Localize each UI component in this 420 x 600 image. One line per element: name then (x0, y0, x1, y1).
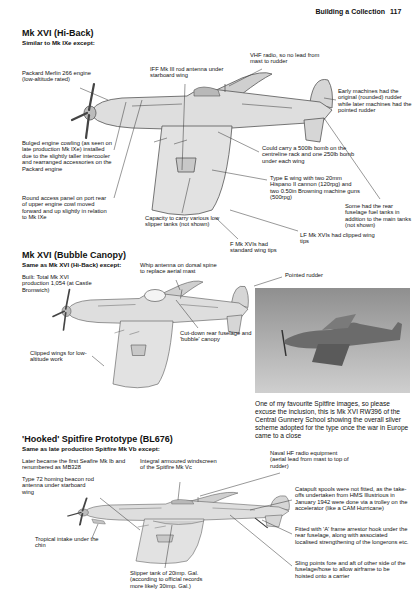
callout-text: Fitted with 'A' frame arrestor hook unde… (295, 526, 410, 545)
callout-text: Packard Merlin 266 engine (low-altitude … (22, 70, 102, 83)
callout-text: Naval HF radio equipment (aerial lead fr… (270, 450, 355, 469)
callout-text: F Mk XVIs had standard wing tips (230, 241, 285, 254)
callout-text: IFF Mk III rod antenna under starboard w… (150, 66, 225, 79)
section-heading: Mk XVI (Bubble Canopy) (22, 250, 126, 260)
callout-text: Clipped wings for low-altitude work (30, 350, 90, 363)
callout-text: Whip antenna on dorsal spine to replace … (140, 262, 220, 275)
callout-text: Slipper tank of 20imp. Gal. (according t… (130, 570, 215, 589)
callout-text: VHF radio, so no lead from mast to rudde… (250, 52, 330, 65)
callout-text: Cut-down rear fuselage and 'bubble' cano… (180, 330, 255, 343)
callout-text: Type 72 homing beacon rod antenna under … (22, 476, 97, 495)
section-subheading: Same as late production Spitfire Mk Vb e… (22, 446, 160, 453)
callout-text: Could carry a 500lb bomb on the centreli… (262, 145, 357, 164)
page-header: Building a Collection (270, 8, 385, 16)
callout-text: Some had the rear fuselage fuel tanks in… (345, 203, 415, 229)
callout-text: Tropical intake under the chin (35, 536, 105, 549)
callout-text: Type E wing with two 20mm Hispano II can… (270, 175, 360, 201)
section-heading: Mk XVI (Hi-Back) (22, 28, 94, 38)
callout-text: Later became the first Seafire Mk Ib and… (22, 458, 132, 471)
callout-text: Catapult spools were not fitted, as the … (295, 486, 410, 512)
page-header: 117 (390, 8, 412, 16)
callout-text: Round access panel on port rear of upper… (22, 195, 112, 221)
section-subheading: Similar to Mk IXe except: (22, 40, 95, 47)
photo-caption: One of my favourite Spitfire images, so … (255, 400, 410, 440)
section-subheading: Same as Mk XVI (Hi-Back) except: (22, 262, 121, 269)
callout-text: Sling points fore and aft of other side … (295, 560, 410, 579)
section-heading: 'Hooked' Spitfire Prototype (BL676) (22, 434, 173, 444)
callout-text: Early machines had the original (rounded… (338, 88, 415, 114)
callout-text: Bulged engine cowling (as seen on late p… (22, 140, 112, 172)
callout-text: Integral armoured windscreen of the Spit… (140, 458, 220, 471)
callout-text: LF Mk XVIs had clipped wing tips (300, 232, 375, 245)
callout-text: Pointed rudder (285, 272, 365, 278)
callout-text: Built: Total Mk XVI production 1,054 (at… (22, 274, 92, 293)
callout-text: Capacity to carry various low slipper ta… (145, 215, 225, 228)
